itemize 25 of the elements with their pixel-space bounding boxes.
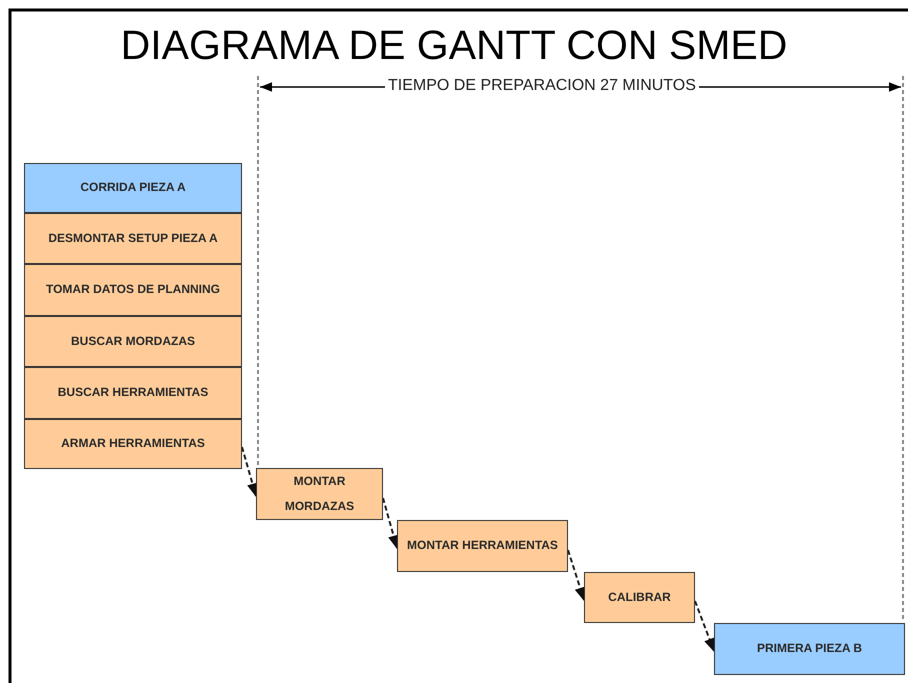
task-bar (24, 163, 242, 213)
task-bar (24, 264, 242, 316)
task-label: BUSCAR HERRAMIENTAS (58, 384, 208, 402)
diagram-title: DIAGRAMA DE GANTT CON SMED (120, 22, 788, 69)
dashed-arrow (567, 550, 586, 602)
task-label: BUSCAR MORDAZAS (71, 332, 195, 350)
task-label: PRIMERA PIEZA B (756, 640, 862, 658)
task-label: CORRIDA PIEZA A (80, 179, 186, 196)
task-bar (714, 623, 905, 675)
task-label: CALIBRAR (608, 588, 671, 606)
dashed-arrow (382, 498, 399, 550)
task-bar (397, 520, 568, 572)
task-bar (24, 316, 242, 367)
task-bar (24, 213, 242, 264)
dashed-arrow (694, 600, 715, 652)
task-label: DESMONTAR SETUP PIEZA A (48, 230, 218, 247)
dashed-arrow (241, 446, 258, 498)
task-bar (256, 468, 383, 520)
task-label: MONTAR HERRAMIENTAS (407, 537, 558, 554)
task-label: MONTAR MORDAZAS (284, 472, 356, 515)
task-label: ARMAR HERRAMIENTAS (61, 435, 205, 452)
task-bar (24, 419, 242, 469)
task-bar (584, 572, 695, 623)
task-label: TOMAR DATOS DE PLANNING (46, 281, 220, 298)
task-bar (24, 367, 242, 419)
